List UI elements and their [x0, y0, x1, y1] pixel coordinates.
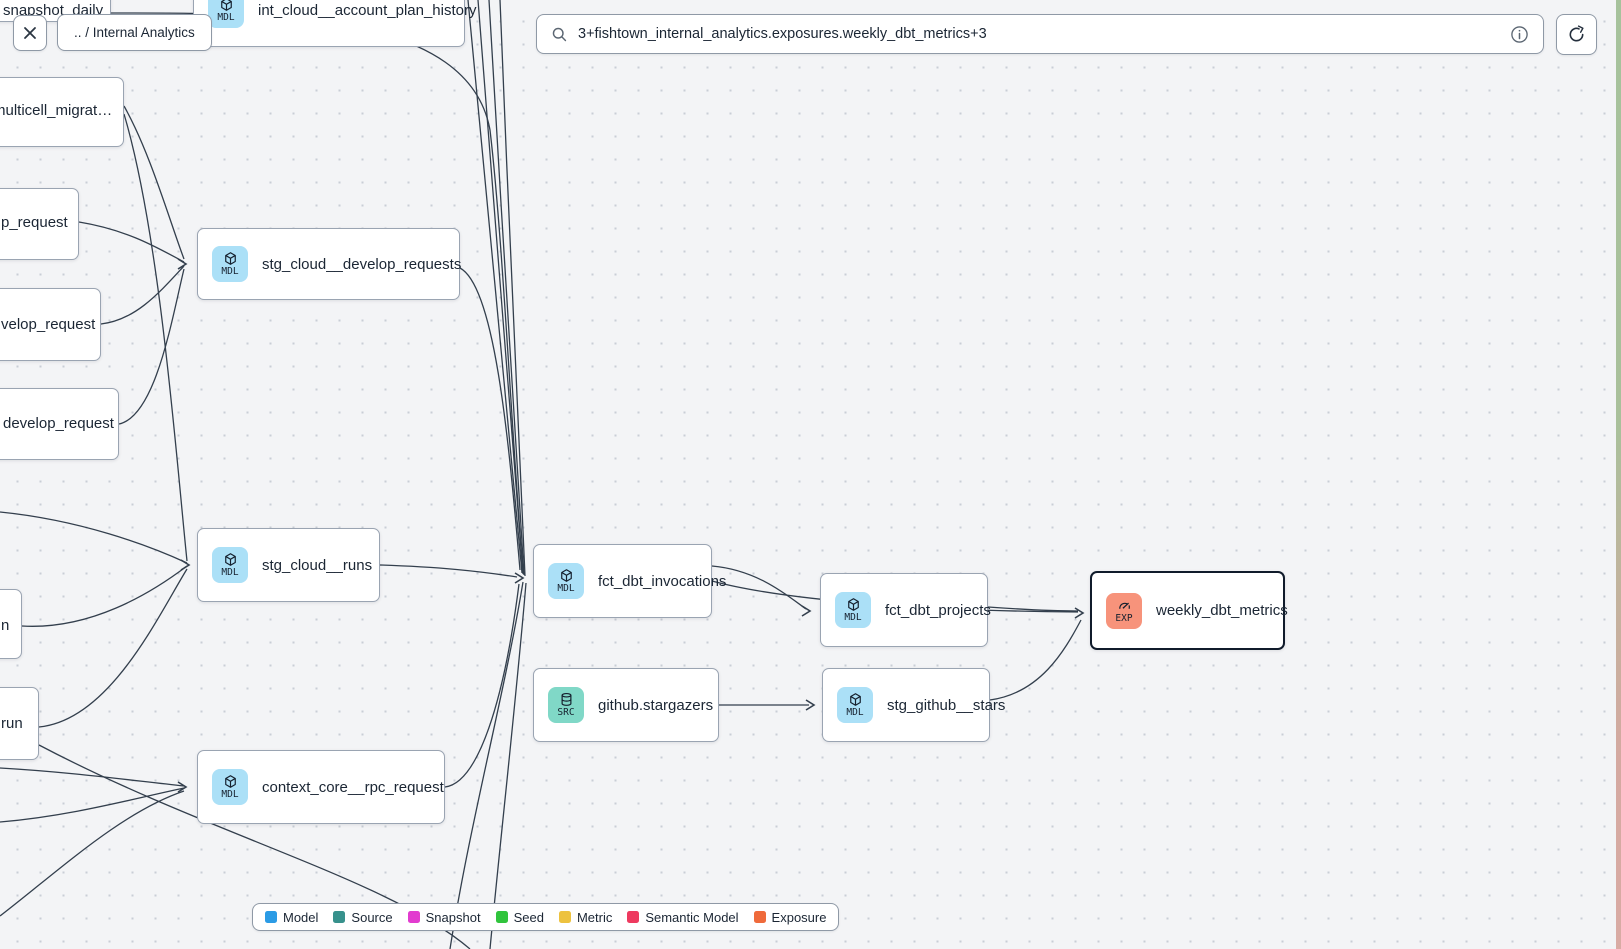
model-icon: MDL [212, 769, 248, 805]
close-icon [24, 27, 36, 39]
model-icon: MDL [208, 0, 244, 28]
cube-glyph [224, 553, 236, 566]
node-label: p_request [1, 214, 68, 231]
exposure-icon: EXP [1106, 592, 1142, 629]
gauge-glyph [1118, 602, 1130, 609]
node-stg-github-stars[interactable]: MDL stg_github__stars [822, 668, 1005, 742]
node-type-tag: MDL [221, 567, 239, 578]
node-label: stg_cloud__runs [262, 556, 373, 574]
legend-item-metric: Metric [558, 909, 613, 925]
legend-color-swatch [265, 911, 277, 923]
node-type-tag: MDL [844, 612, 862, 623]
right-edge-strip [1616, 0, 1621, 949]
node-label: multicell_migrat… [0, 102, 113, 119]
legend-color-swatch [753, 911, 766, 923]
legend-item-seed: Seed [495, 909, 544, 925]
model-icon: MDL [837, 687, 873, 723]
model-icon: MDL [548, 563, 584, 599]
node-multicell-migrat[interactable]: multicell_migrat… [0, 77, 124, 147]
close-button[interactable] [13, 15, 47, 51]
node-p-request[interactable]: p_request [0, 188, 79, 260]
node-type-tag: EXP [1115, 612, 1133, 624]
node-type-tag: MDL [221, 789, 239, 800]
cube-glyph [849, 693, 861, 706]
node-label: stg_cloud__develop_requests [262, 255, 462, 273]
legend-item-source: Source [333, 909, 393, 925]
node-type-tag: MDL [217, 12, 235, 23]
legend-label: Seed [513, 909, 544, 925]
cube-glyph [847, 598, 859, 611]
source-icon: SRC [548, 687, 584, 723]
refresh-button[interactable] [1556, 14, 1597, 55]
node-label: fct_dbt_invocations [598, 572, 727, 590]
node-n-node[interactable]: n [0, 589, 22, 659]
legend-label: Snapshot [425, 909, 481, 925]
resource-type-legend: Model Source Snapshot Seed Metric Semantic Mo… [252, 903, 840, 931]
node-run-node[interactable]: run [0, 687, 39, 760]
node-fct-dbt-invocations[interactable]: MDL fct_dbt_invocations [533, 544, 726, 618]
node-type-tag: MDL [221, 266, 239, 277]
legend-color-swatch [558, 911, 571, 923]
legend-item-exposure: Exposure [753, 909, 827, 925]
search-bar[interactable] [536, 14, 1544, 54]
node-label: n [1, 617, 10, 634]
legend-item-semantic-model: Semantic Model [627, 909, 739, 925]
legend-label: Metric [576, 909, 613, 925]
node-label: context_core__rpc_request [262, 778, 444, 796]
node-weekly-dbt-metrics[interactable]: EXP weekly_dbt_metrics [1090, 571, 1288, 650]
node-develop-request[interactable]: develop_request [0, 388, 119, 460]
node-type-tag: MDL [557, 583, 575, 594]
breadcrumb[interactable]: .. / Internal Analytics [57, 14, 212, 51]
cube-glyph [224, 775, 236, 788]
legend-item-snapshot: Snapshot [407, 909, 481, 925]
node-stg-cloud-develop-requests[interactable]: MDL stg_cloud__develop_requests [197, 228, 462, 300]
node-label: develop_request [3, 415, 114, 432]
search-input[interactable] [578, 26, 1500, 42]
database-glyph [561, 692, 571, 706]
breadcrumb-label: .. / Internal Analytics [74, 25, 195, 40]
legend-label: Semantic Model [645, 909, 739, 925]
node-label: run [1, 715, 23, 732]
legend-label: Exposure [771, 909, 827, 925]
node-label: stg_github__stars [887, 696, 1006, 714]
node-label: github.stargazers [598, 696, 714, 714]
node-github-stargazers[interactable]: SRC github.stargazers [533, 668, 719, 742]
refresh-icon [1569, 25, 1584, 42]
cube-glyph [560, 569, 572, 582]
model-icon: MDL [212, 246, 248, 282]
model-icon: MDL [835, 592, 871, 628]
cube-glyph [220, 0, 232, 11]
legend-item-model: Model [265, 910, 318, 925]
legend-label: Source [351, 909, 393, 925]
legend-label: Model [283, 909, 319, 925]
search-icon [552, 27, 567, 41]
node-type-tag: SRC [557, 707, 575, 718]
node-fct-dbt-projects[interactable]: MDL fct_dbt_projects [820, 573, 991, 647]
node-type-tag: MDL [846, 707, 864, 718]
legend-color-swatch [333, 911, 346, 923]
node-velop-request[interactable]: velop_request [0, 288, 101, 361]
node-stg-cloud-runs[interactable]: MDL stg_cloud__runs [197, 528, 380, 602]
node-int-cloud-account-plan-history[interactable]: MDL int_cloud__account_plan_history [193, 0, 477, 47]
node-label: fct_dbt_projects [885, 601, 991, 619]
legend-color-swatch [407, 911, 420, 923]
node-label: int_cloud__account_plan_history [258, 1, 477, 19]
node-context-core-rpc-request[interactable]: MDL context_core__rpc_request [197, 750, 445, 824]
node-label: weekly_dbt_metrics [1156, 602, 1288, 619]
info-icon[interactable] [1510, 25, 1529, 44]
legend-color-swatch [495, 911, 508, 923]
node-label: velop_request [1, 316, 96, 333]
model-icon: MDL [212, 547, 248, 583]
legend-color-swatch [627, 911, 640, 923]
cube-glyph [224, 252, 236, 265]
